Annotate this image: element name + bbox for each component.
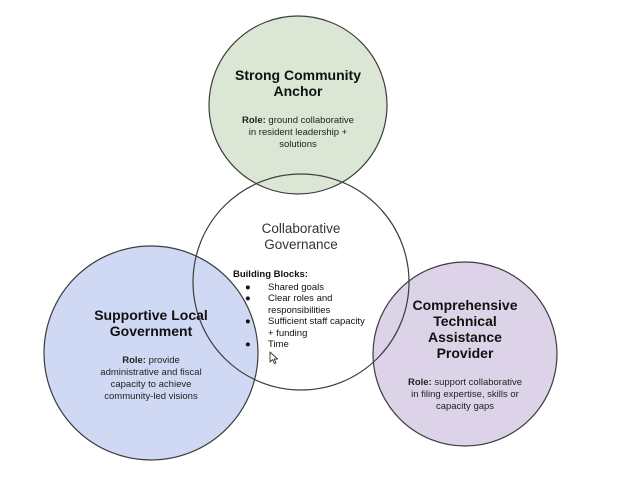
list-item: ●Time xyxy=(245,339,289,350)
collaborative-governance-circle xyxy=(192,173,410,391)
provider-role-text: Role: support collaborative in filing ex… xyxy=(407,377,523,412)
technical-assistance-provider-circle xyxy=(372,261,558,447)
anchor-title: Strong Community Anchor xyxy=(235,67,361,99)
bullet-icon: ● xyxy=(245,281,251,293)
list-item: ●Sufficient staff capacity+ funding xyxy=(245,316,365,339)
government-role-text: Role: provide administrative and fiscal … xyxy=(100,355,202,402)
governance-title: Collaborative Governance xyxy=(261,221,341,252)
government-title: Supportive Local Government xyxy=(94,307,208,339)
anchor-role-text: Role: ground collaborative in resident l… xyxy=(242,115,354,150)
list-item: ●Shared goals xyxy=(245,281,324,293)
building-blocks: Building Blocks: ●Shared goals ●Clear ro… xyxy=(233,269,383,351)
mouse-cursor-icon xyxy=(269,351,279,365)
bullet-icon: ● xyxy=(245,293,251,304)
supportive-local-government-circle xyxy=(43,245,259,461)
bullet-icon: ● xyxy=(245,339,251,350)
anchor-role-label: Role: xyxy=(242,115,266,126)
provider-role-label: Role: xyxy=(407,377,432,388)
provider-title: Comprehensive Technical Assistance Provi… xyxy=(412,297,518,361)
bullet-icon: ● xyxy=(245,316,251,327)
government-role-label: Role: xyxy=(122,355,146,366)
strong-community-anchor-circle xyxy=(208,15,388,195)
building-blocks-heading: Building Blocks: xyxy=(233,269,308,280)
